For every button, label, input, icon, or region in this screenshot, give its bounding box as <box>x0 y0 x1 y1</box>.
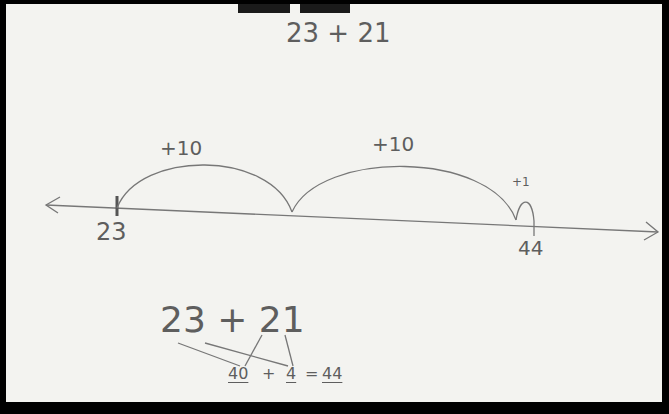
jump-label: +1 <box>512 176 530 188</box>
equation: 23 + 21 <box>160 302 305 338</box>
arrow-head <box>644 222 658 240</box>
operator: = <box>305 366 318 382</box>
answer: 44 <box>322 366 342 382</box>
end-number: 44 <box>518 238 543 258</box>
redaction-bar <box>300 4 350 13</box>
problem-title: 23 + 21 <box>286 20 390 46</box>
paper-sheet <box>6 4 662 402</box>
partial-sum: 40 <box>228 366 248 382</box>
number-line <box>46 205 658 232</box>
grouping-line <box>285 335 293 366</box>
tick-mark <box>533 221 534 236</box>
partial-sum: 4 <box>286 366 296 382</box>
grouping-line <box>245 335 262 366</box>
jump-arc <box>117 165 292 212</box>
arrow-head <box>46 197 60 213</box>
jump-arc <box>516 202 534 221</box>
grouping-line <box>178 343 240 366</box>
jump-label: +10 <box>372 134 414 154</box>
operator: + <box>262 366 275 382</box>
jump-label: +10 <box>160 138 202 158</box>
jump-arc <box>292 166 516 220</box>
start-number: 23 <box>96 220 127 244</box>
redaction-bar <box>238 4 290 13</box>
